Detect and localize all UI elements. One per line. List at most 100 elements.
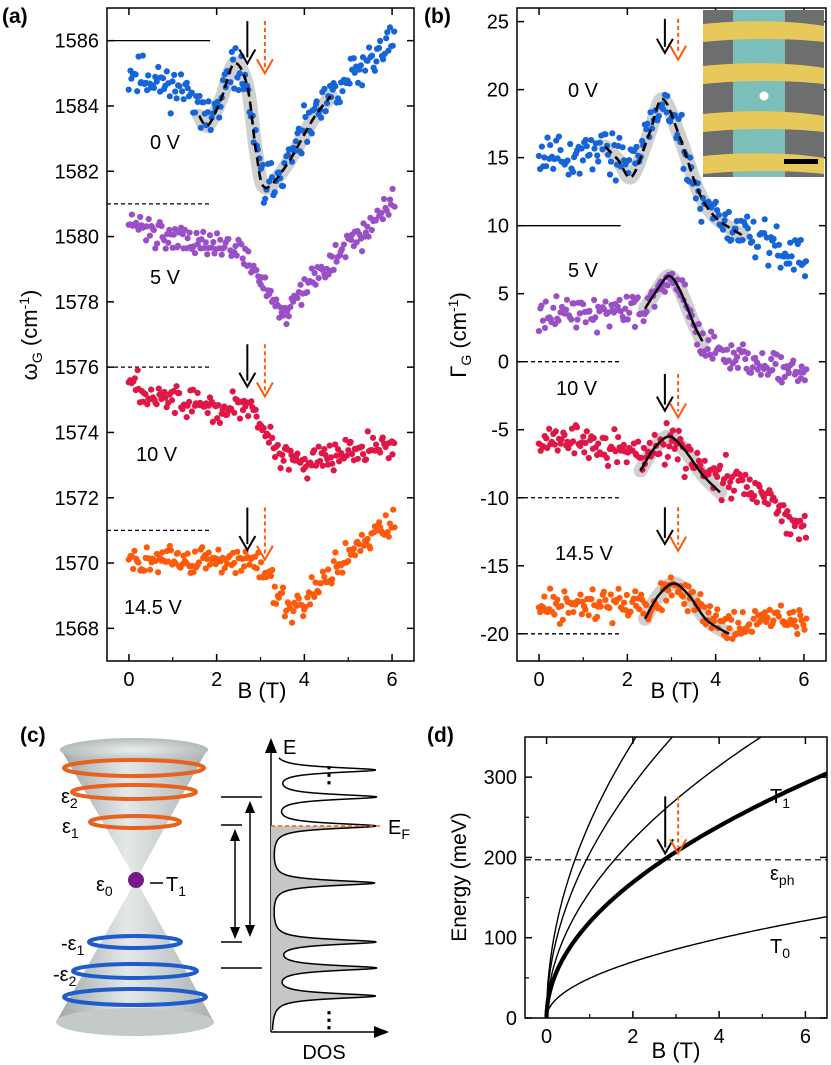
panel-b-ylabel: ΓG (cm-1) <box>445 292 474 378</box>
x-tick-label: 0 <box>534 669 545 691</box>
data-point <box>359 248 366 255</box>
data-point <box>194 98 201 105</box>
data-point <box>357 62 364 69</box>
data-point <box>727 365 734 372</box>
data-point <box>210 239 217 246</box>
data-point <box>200 228 207 235</box>
data-point <box>567 140 574 148</box>
data-point <box>179 88 186 95</box>
data-point <box>626 157 633 164</box>
data-point <box>594 152 601 159</box>
data-point <box>619 144 626 151</box>
arrow-head <box>256 58 274 76</box>
data-point <box>557 147 564 154</box>
data-point <box>318 114 325 121</box>
data-point <box>245 413 252 420</box>
data-point <box>216 114 223 121</box>
data-point <box>606 323 613 330</box>
data-point <box>798 363 805 370</box>
data-point <box>373 58 380 65</box>
data-point <box>298 301 305 309</box>
data-point <box>678 111 685 118</box>
data-point <box>232 45 239 52</box>
data-point <box>616 296 623 304</box>
data-point <box>768 355 775 363</box>
data-point <box>568 316 575 323</box>
data-point <box>595 440 602 447</box>
data-point <box>570 609 577 616</box>
data-point <box>701 457 708 464</box>
arrow-transition-2-head-bottom <box>245 925 255 937</box>
data-point <box>213 230 221 237</box>
data-point <box>350 545 357 552</box>
panel-a-ylabel: ωG (cm-1) <box>16 290 45 381</box>
y-tick-label: 1574 <box>55 422 100 444</box>
y-tick-label: 1576 <box>55 357 100 379</box>
level-eps1: ε1 <box>62 816 79 841</box>
arrow-head <box>669 402 687 420</box>
data-point <box>797 236 804 244</box>
data-point <box>574 316 581 323</box>
x-tick-label: 6 <box>387 669 398 691</box>
data-point <box>749 628 756 635</box>
data-point <box>640 444 648 452</box>
data-point <box>241 563 248 570</box>
data-point <box>155 385 162 392</box>
data-point <box>775 508 782 515</box>
panel-d-curves <box>544 737 827 1018</box>
data-point <box>621 599 628 606</box>
lower-cone-bottom <box>56 1008 214 1036</box>
data-point <box>563 296 571 303</box>
data-point <box>150 227 157 234</box>
data-point <box>725 208 732 216</box>
data-point <box>193 229 200 237</box>
data-point <box>692 195 700 202</box>
data-point <box>644 120 651 127</box>
arrow-head <box>256 545 274 562</box>
data-point <box>800 621 807 629</box>
data-point <box>379 434 386 441</box>
data-point <box>697 205 704 212</box>
data-point <box>290 608 297 615</box>
data-point <box>235 87 242 94</box>
data-point <box>757 371 764 378</box>
data-point <box>262 274 269 281</box>
y-tick-label: 0 <box>506 1008 517 1030</box>
data-point <box>803 366 810 373</box>
data-point <box>564 157 571 164</box>
data-point <box>135 559 142 566</box>
data-point <box>603 454 610 461</box>
data-point <box>283 321 290 328</box>
y-tick-label: 200 <box>484 847 517 869</box>
inset-electrode-3 <box>703 111 824 132</box>
data-point <box>614 303 621 310</box>
data-point <box>705 337 712 344</box>
data-point <box>163 68 170 75</box>
y-tick-label: 1586 <box>55 31 100 53</box>
data-point <box>218 251 225 258</box>
data-point <box>375 44 383 52</box>
data-point <box>609 130 616 137</box>
data-point <box>336 99 343 106</box>
data-point <box>229 388 236 395</box>
energy-axis-label: E <box>283 737 296 759</box>
data-point <box>583 428 590 435</box>
data-point <box>315 275 322 282</box>
data-point <box>272 454 279 461</box>
data-point <box>280 312 287 319</box>
arrow-head <box>656 529 674 547</box>
data-point <box>204 409 211 417</box>
data-point <box>555 317 562 324</box>
data-point <box>302 113 309 121</box>
data-point <box>756 483 763 490</box>
data-point <box>671 445 678 452</box>
data-point <box>380 195 388 203</box>
data-point <box>347 438 354 445</box>
data-point <box>184 85 191 92</box>
data-point <box>753 499 761 506</box>
data-point <box>632 588 639 595</box>
data-point <box>367 545 374 552</box>
data-point <box>202 239 209 246</box>
